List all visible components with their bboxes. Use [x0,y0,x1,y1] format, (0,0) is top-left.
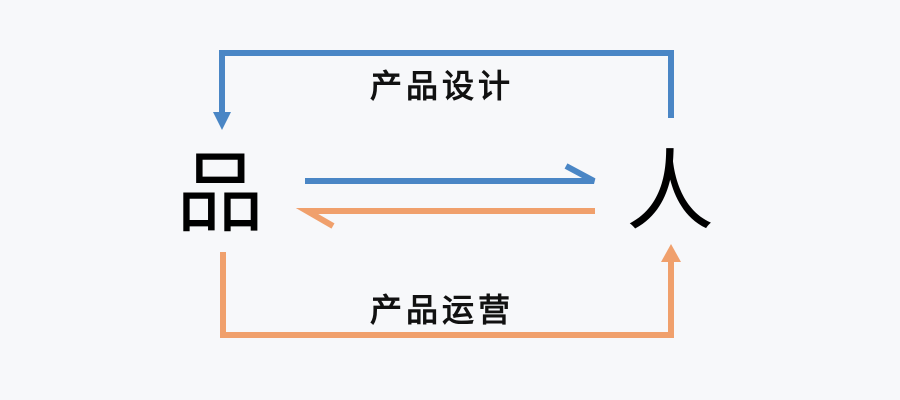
design-loop-arrow [219,50,674,118]
design-direct-arrow [305,163,596,184]
operation-loop-arrow [220,252,674,338]
product-operation-label: 产品运营 [370,291,515,329]
product-node: 品 [176,142,265,245]
person-node: 人 [626,140,715,243]
operation-direct-arrow [295,208,595,229]
product-design-label: 产品设计 [370,67,515,105]
operation-loop-arrowhead [661,244,681,262]
design-loop-arrowhead [213,112,231,130]
